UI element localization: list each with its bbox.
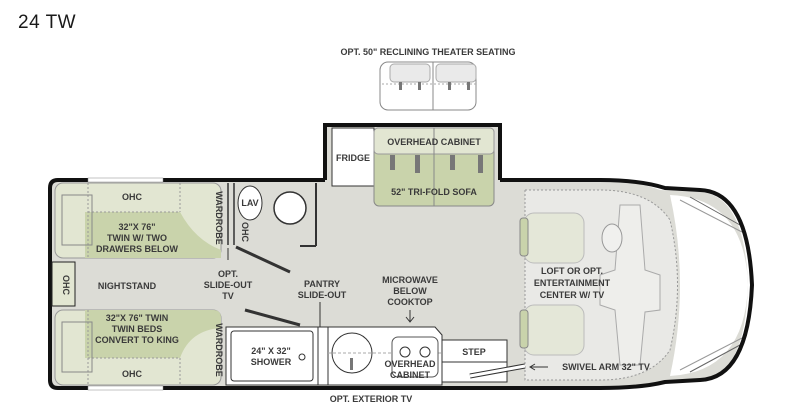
lav-label: LAV [241,198,258,208]
pantry-label-2: SLIDE-OUT [298,290,347,300]
driver-seat-icon [523,212,585,264]
pantry-label-1: PANTRY [304,279,340,289]
overhead-cabinet-bottom-label-2: CABINET [390,370,431,380]
toilet-icon [273,191,307,225]
slideout-tv-label-1: OPT. [218,269,238,279]
passenger-seat-icon [523,304,585,356]
ohc-bottom-label: OHC [122,369,143,379]
loft-label-1: LOFT OR OPT. [541,266,603,276]
theater-seating-label: OPT. 50" RECLINING THEATER SEATING [341,47,516,57]
fridge-label: FRIDGE [336,153,370,163]
model-title: 24 TW [18,12,77,33]
nightstand-label: NIGHTSTAND [98,281,157,291]
sofa-label: 52" TRI-FOLD SOFA [391,187,477,197]
ohc-top-label: OHC [122,192,143,202]
loft-label-2: ENTERTAINMENT [534,278,611,288]
steering-wheel-icon [601,223,623,253]
shower-label-2: SHOWER [251,357,292,367]
loft-label-3: CENTER W/ TV [540,290,605,300]
slideout-tv-label-2: SLIDE-OUT [204,280,253,290]
shower-label-1: 24" X 32" [251,346,291,356]
bed-bottom-label-1: 32"X 76" TWIN [106,313,169,323]
bed-bottom-label-3: CONVERT TO KING [95,335,179,345]
lav-sink-icon [237,185,263,221]
ohc-bath-label: OHC [240,222,250,243]
exterior-tv-label: OPT. EXTERIOR TV [330,394,413,404]
overhead-cabinet-bottom-label-1: OVERHEAD [384,359,436,369]
overhead-cabinet-top-label: OVERHEAD CABINET [387,137,481,147]
swivel-tv-label: SWIVEL ARM 32" TV [562,362,650,372]
wardrobe-bottom-label: WARDROBE [214,323,224,377]
ohc-side-label: OHC [61,275,71,296]
wardrobe-top-label: WARDROBE [214,191,224,245]
microwave-label-3: COOKTOP [387,297,432,307]
bed-top-label-2: TWIN W/ TWO [107,233,167,243]
microwave-label-2: BELOW [393,286,427,296]
bed-top-label-3: DRAWERS BELOW [96,244,179,254]
kitchen-sink-icon [331,332,373,374]
theater-seating-option: OPT. 50" RECLINING THEATER SEATING [341,47,516,111]
step-label: STEP [462,347,486,357]
slideout-tv-label-3: TV [222,291,234,301]
bed-bottom-label-2: TWIN BEDS [112,324,163,334]
microwave-label-1: MICROWAVE [382,275,438,285]
fridge [331,127,375,187]
bed-top-label-1: 32"X 76" [118,222,155,232]
